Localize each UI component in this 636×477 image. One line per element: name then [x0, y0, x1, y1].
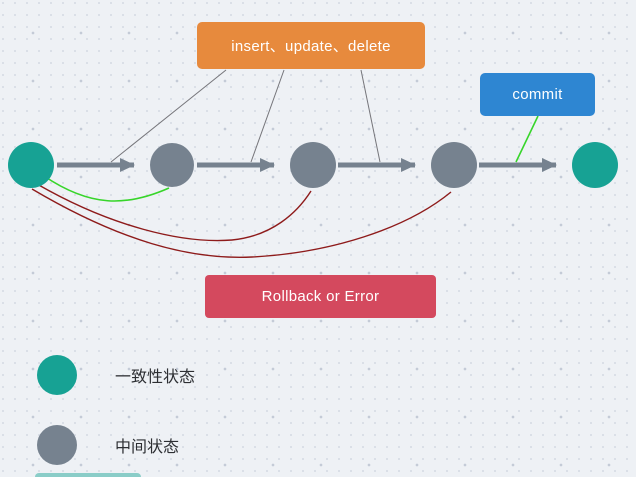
clipped-bottom-shape	[35, 473, 141, 477]
rollback-label-box[interactable]: Rollback or Error	[205, 275, 436, 318]
consistent-state-swatch-icon	[37, 355, 77, 395]
legend-label-intermediate-state: 中间状态	[115, 439, 180, 456]
legend-item-intermediate-state: 中间状态	[37, 425, 179, 465]
node-consistent-end[interactable]	[572, 142, 618, 188]
consistency-curve	[43, 175, 170, 202]
operations-connector-3	[360, 69, 381, 163]
operations-label-box[interactable]: insert、update、delete	[197, 22, 425, 69]
rollback-curve-to-node2	[36, 183, 312, 242]
commit-label-box[interactable]: commit	[480, 73, 595, 116]
node-intermediate-1[interactable]	[150, 143, 194, 187]
node-consistent-start[interactable]	[8, 142, 54, 188]
operations-connector-2	[250, 69, 285, 163]
intermediate-state-swatch-icon	[37, 425, 77, 465]
node-intermediate-3[interactable]	[431, 142, 477, 188]
rollback-label-text: Rollback or Error	[261, 288, 380, 305]
rollback-curve-to-node3	[31, 188, 452, 259]
operations-connector-1	[110, 69, 227, 163]
node-intermediate-2[interactable]	[290, 142, 336, 188]
legend-item-consistent-state: 一致性状态	[37, 355, 195, 395]
commit-connector-line	[515, 115, 539, 163]
operations-label-text: insert、update、delete	[231, 38, 391, 55]
commit-label-text: commit	[512, 86, 563, 103]
legend-label-consistent-state: 一致性状态	[115, 369, 196, 386]
